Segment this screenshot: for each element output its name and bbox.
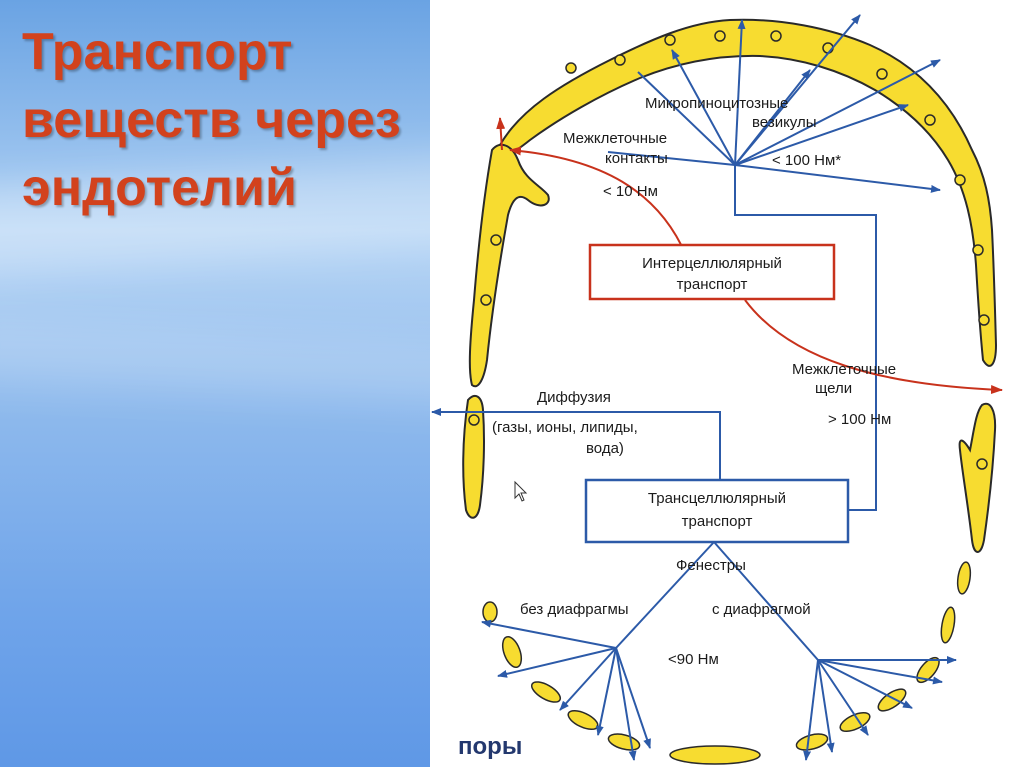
cell-nucleus: [978, 314, 990, 326]
diffusion-label: Диффузия: [537, 389, 611, 406]
endothelial-fragment: [607, 733, 641, 751]
endothelial-fragment: [530, 681, 562, 703]
title-line: Транспорт: [22, 23, 293, 81]
cell-nucleus: [924, 114, 936, 126]
endothelial-fragment: [669, 745, 761, 765]
pore-path: [817, 659, 869, 736]
transcellular-transport-box: [584, 478, 850, 544]
pore-path: [615, 647, 637, 761]
pore-path: [817, 659, 913, 709]
cell-nucleus: [614, 54, 626, 66]
micropinocytosis-label: везикулы: [752, 114, 817, 131]
intercellular-contacts-label: Межклеточные: [563, 130, 667, 147]
transport-connectors: [431, 14, 957, 761]
endothelial-fragment: [956, 561, 972, 595]
cell-nucleus: [490, 234, 502, 246]
pore-path: [803, 659, 819, 761]
cell-nucleus: [480, 294, 492, 306]
endothelial-wall: [462, 18, 998, 553]
endothelial-fragment: [916, 656, 940, 684]
cell-nucleus: [565, 62, 577, 74]
diffusion-path: [431, 408, 721, 482]
intercellular-contacts-size: < 10 Нм: [603, 183, 658, 200]
pore-path: [497, 647, 617, 678]
pore-path: [559, 647, 617, 711]
intercellular-contacts-label: контакты: [605, 150, 668, 167]
intercellular-gaps-label: щели: [815, 380, 852, 397]
endothelial-cell: [958, 402, 997, 553]
diffusion-label: (газы, ионы, липиды,: [492, 419, 638, 436]
cell-nucleus: [972, 244, 984, 256]
cell-nucleus: [468, 414, 480, 426]
transcellular-transport-label: Трансцеллюлярный: [648, 490, 786, 507]
fenestrae-with-diaphragm-label: с диафрагмой: [712, 601, 811, 618]
micropinocytosis-label: Микропиноцитозные: [645, 95, 788, 112]
endothelial-fragment: [839, 711, 871, 733]
endothelial-fragment: [567, 709, 599, 731]
diffusion-label: вода): [586, 440, 624, 457]
intercellular-transport-label: Интерцеллюлярный: [642, 255, 782, 272]
endothelial-cell: [498, 18, 998, 367]
micropinocytosis-size: < 100 Нм*: [772, 152, 841, 169]
cell-nucleus: [664, 34, 676, 46]
fenestrae-label: Фенестры: [676, 557, 746, 574]
transcellular-transport-label: транспорт: [682, 513, 753, 530]
intercellular-gaps-size: > 100 Нм: [828, 411, 891, 428]
fenestra-link: [713, 541, 819, 661]
pore-path: [595, 647, 617, 736]
cell-nucleus: [876, 68, 888, 80]
endothelial-cell: [468, 143, 550, 388]
vesicle-path: [734, 164, 941, 193]
cell-nucleus: [714, 30, 726, 42]
pore-path: [817, 659, 835, 753]
vesicle-path: [671, 49, 736, 166]
vesicle-path: [607, 151, 736, 166]
vesicle-path: [734, 14, 861, 166]
vesicle-path: [734, 59, 941, 166]
slide-background-panel: Транспорт веществ через эндотелий: [0, 0, 430, 767]
intercellular-gaps-label: Межклеточные: [792, 361, 896, 378]
title-line: веществ через: [22, 91, 401, 149]
slide-title: Транспорт веществ через эндотелий: [22, 18, 401, 222]
fenestrated-endothelium: [482, 561, 972, 765]
transcellular-link: [734, 165, 877, 511]
cell-nucleus: [770, 30, 782, 42]
mouse-cursor-icon: [514, 480, 528, 502]
intercellular-transport-label: транспорт: [677, 276, 748, 293]
fenestra-link: [615, 541, 715, 649]
intercellular-path: [496, 117, 1003, 395]
fenestrae-without-diaphragm-label: без диафрагмы: [520, 601, 629, 618]
vesicle-path: [734, 19, 746, 166]
endothelial-fragment: [940, 606, 956, 644]
pore-path: [615, 647, 651, 749]
pore-path: [481, 619, 617, 649]
intercellular-transport-box: [588, 243, 836, 301]
endothelial-fragment: [877, 688, 907, 712]
cell-nucleus: [954, 174, 966, 186]
vesicle-path: [734, 104, 909, 166]
pore-path: [817, 659, 943, 685]
endothelial-fragment: [501, 635, 523, 669]
endothelial-cell: [462, 394, 485, 519]
fenestrae-size-label: <90 Нм: [668, 651, 719, 668]
title-line: эндотелий: [22, 159, 297, 217]
vesicle-path: [637, 71, 736, 166]
pores-label: поры: [458, 733, 522, 760]
cell-nucleus: [976, 458, 988, 470]
endothelial-fragment: [795, 733, 829, 751]
endothelial-fragment: [482, 601, 498, 623]
